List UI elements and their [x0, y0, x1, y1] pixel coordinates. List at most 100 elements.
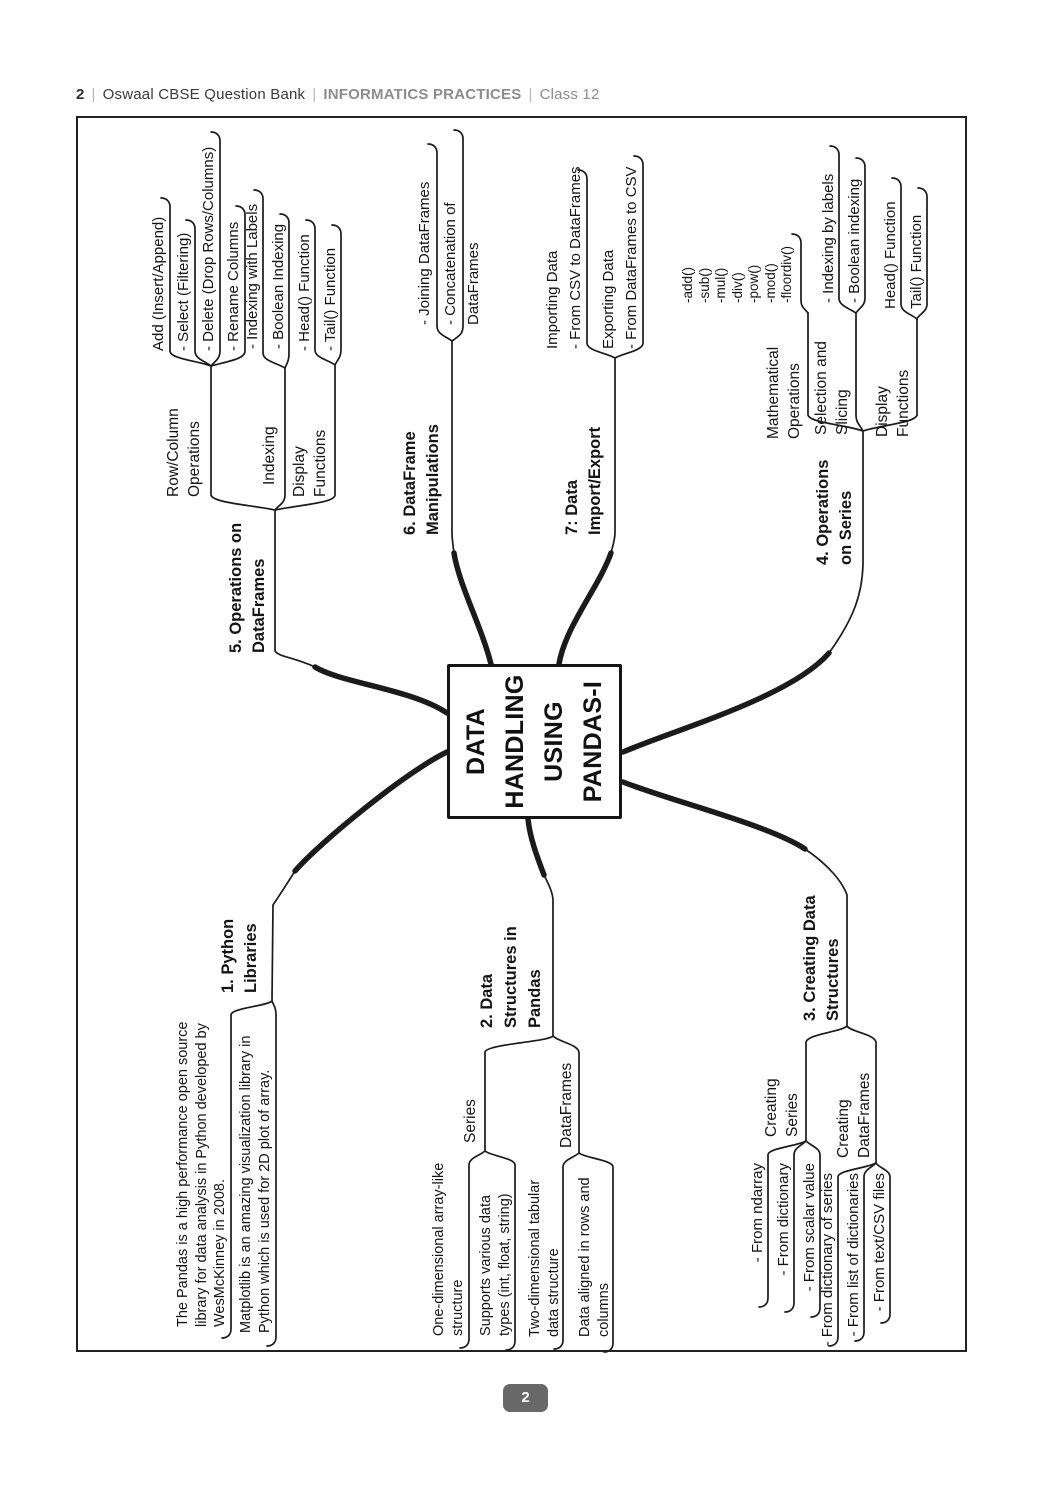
- edge-center-branch4: [620, 650, 832, 755]
- center-node: DATA HANDLING USING PANDAS-I: [447, 664, 622, 819]
- leaf-head-function-dataframes: - Head() Function: [296, 234, 313, 351]
- sublabel-creating-dataframes: Creating DataFrames: [835, 1072, 873, 1158]
- spine-branch4: [828, 430, 864, 654]
- spine-branch5: [274, 509, 316, 668]
- header-separator: |: [91, 86, 96, 103]
- leaf-joining-dataframes: - Joining DataFrames: [416, 181, 433, 325]
- branch-7-label: 7: Data Import/Export: [563, 426, 604, 535]
- branch-5-label: 5. Operations on DataFrames: [227, 522, 268, 653]
- spine-branch7: [610, 357, 616, 554]
- underline-head-function-b5: [305, 219, 336, 366]
- spine-branch1: [271, 870, 296, 1002]
- underline-from-text-csv: [875, 1162, 891, 1324]
- underline-two-dimensional: [553, 1152, 580, 1350]
- underline-tail-function-b5: [331, 224, 342, 366]
- leaf-add-insert-append: Add (Insert/Append): [150, 216, 167, 351]
- spine-branch3: [804, 848, 848, 1027]
- underline-supports-data-types: [484, 1150, 516, 1351]
- underline-one-dimensional: [459, 1150, 486, 1349]
- branch-6-label: 6. DataFrame Manipulations: [401, 424, 442, 535]
- leaf-from-ndarray: - From ndarray: [749, 1163, 766, 1263]
- leaf-exporting-data: Exporting Data - From DataFrames to CSV: [600, 166, 640, 349]
- leaf-concatenation-dataframes: - Concatenation of DataFrames: [442, 202, 482, 325]
- header-page-number: 2: [76, 86, 85, 103]
- spine-mathematical-operations: [807, 312, 864, 432]
- spine-branch2: [543, 874, 554, 1037]
- leaf-from-text-csv: - From text/CSV files: [871, 1173, 888, 1312]
- edge-center-branch3: [620, 779, 808, 852]
- underline-concatenation-dataframes: [451, 129, 464, 342]
- edge-center-branch1: [292, 749, 450, 874]
- spine-creating-series: [805, 1025, 848, 1142]
- leaf-delete-drop-rows-columns: - Delete (Drop Rows/Columns): [200, 146, 217, 351]
- spine-branch6: [451, 340, 455, 554]
- underline-boolean-indexing-b4: [855, 157, 866, 314]
- sublabel-indexing: Indexing: [261, 426, 278, 485]
- spine-selection-slicing: [855, 312, 864, 432]
- leaf-head-function-series: Head() Function: [882, 201, 899, 309]
- leaf-boolean-indexing-dataframes: - Boolean Indexing: [270, 223, 287, 349]
- branch-4-label: 4. Operations on Series: [814, 459, 855, 565]
- trunk-edges: [292, 550, 832, 878]
- page-header: 2 | Oswaal CBSE Question Bank | INFORMATICS …: [76, 86, 600, 103]
- underline-indexing-by-labels: [829, 145, 857, 314]
- leaf-from-dict-of-series: - From dictionary of series: [819, 1173, 836, 1347]
- underline-tail-function-b4: [916, 187, 928, 320]
- sublabel-display-functions-series: Display Functions: [874, 369, 912, 437]
- leaf-one-dimensional: One-dimensional array-like structure: [431, 1162, 466, 1336]
- header-separator: |: [312, 86, 317, 103]
- note-pandas: The Pandas is a high performance open so…: [175, 1021, 228, 1328]
- subbranch-spines: [210, 312, 918, 1164]
- leaf-tail-function-dataframes: - Tail() Function: [322, 247, 339, 351]
- mindmap-connectors-svg: [160, 129, 928, 1353]
- leaf-data-aligned: Data aligned in rows and columns: [577, 1177, 612, 1337]
- leaf-indexing-with-labels: - Indexing with Labels: [244, 203, 261, 349]
- underline-rename-columns: [210, 205, 246, 367]
- sublabel-series: Series: [462, 1099, 479, 1143]
- header-subject: INFORMATICS PRACTICES: [323, 86, 522, 103]
- edge-center-branch7: [556, 550, 614, 667]
- underline-importing-data: [577, 169, 616, 359]
- sublabel-dataframes: DataFrames: [558, 1062, 575, 1148]
- spine-indexing: [274, 367, 286, 511]
- leaf-boolean-indexing-series: - Boolean indexing: [846, 178, 863, 303]
- leaf-math-functions: -add() -sub() -mul() -div() -pow() -mod(…: [680, 245, 794, 303]
- spine-series: [484, 1035, 554, 1152]
- underline-head-function-b4: [891, 177, 918, 320]
- underline-from-list-of-dicts: [854, 1162, 877, 1342]
- underline-math-functions: [791, 233, 809, 314]
- underline-from-scalar: [805, 1140, 821, 1318]
- underline-data-aligned: [578, 1152, 614, 1353]
- edge-center-branch2: [525, 816, 547, 878]
- sublabel-rowcol-operations: Row/Column Operations: [165, 408, 203, 497]
- figure-frame: [76, 116, 967, 1352]
- leaf-from-dictionary: - From dictionary: [775, 1163, 792, 1276]
- header-book-title: Oswaal CBSE Question Bank: [102, 86, 306, 103]
- leaf-supports-data-types: Supports various data types (int, float,…: [478, 1193, 513, 1336]
- underline-indexing-with-labels: [253, 189, 286, 369]
- underline-pandas-note: [221, 1000, 273, 1339]
- sublabel-mathematical-operations: Mathematical Operations: [765, 346, 803, 439]
- spine-rowcol-operations: [210, 365, 276, 511]
- sublabel-selection-slicing: Selection and Slicing: [813, 341, 851, 435]
- branch-2-label: 2. Data Structures in Pandas: [478, 926, 544, 1028]
- spine-dataframes: [552, 1035, 580, 1154]
- underline-joining-dataframes: [427, 143, 453, 342]
- underline-delete-drop: [210, 131, 221, 367]
- leaf-tail-function-series: Tail() Function: [908, 214, 925, 309]
- leaf-indexing-by-labels: - Indexing by labels: [820, 173, 837, 303]
- edge-center-branch5: [312, 664, 450, 716]
- note-matplotlib: Matplotlib is an amazing visualization l…: [238, 1035, 273, 1333]
- page-number-badge: 2: [503, 1384, 548, 1412]
- branch-1-label: 1. Python Libraries: [219, 918, 260, 993]
- branch-3-label: 3. Creating Data Structures: [801, 895, 842, 1021]
- leaf-two-dimensional: Two-dimensional tabular data structure: [527, 1179, 562, 1337]
- underline-select-filtering: [185, 219, 212, 367]
- leaf-underlines: [160, 129, 928, 1353]
- underline-from-dictionary: [784, 1140, 807, 1313]
- spine-display-functions-b5: [274, 364, 336, 511]
- branch-spines: [271, 340, 864, 1037]
- spine-creating-dataframes: [846, 1025, 877, 1164]
- header-separator: |: [528, 86, 533, 103]
